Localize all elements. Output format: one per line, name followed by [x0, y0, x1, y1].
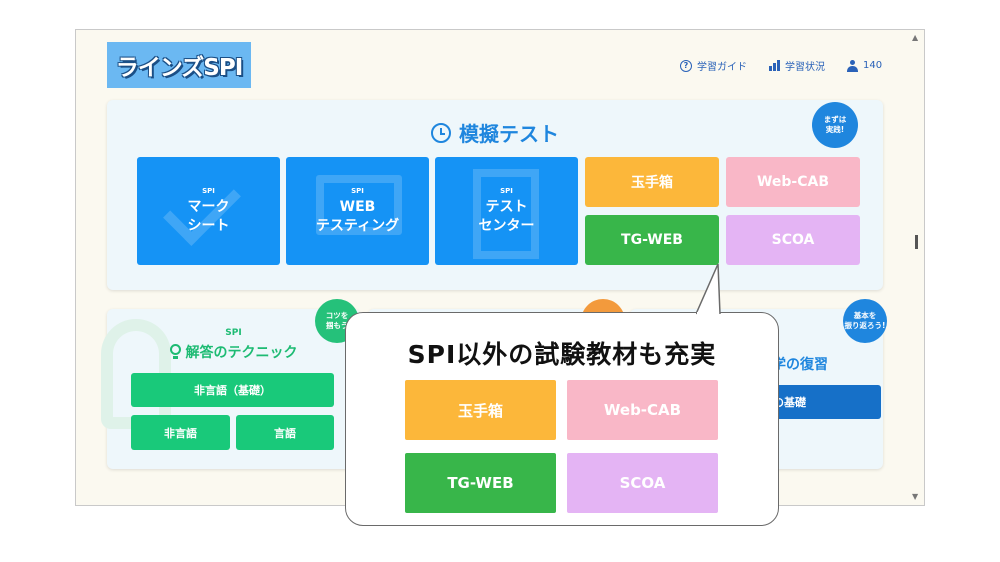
- tile-label: テスト: [485, 198, 528, 215]
- nav-learning-status-label: 学習状況: [785, 62, 825, 73]
- technique-title: 解答のテクニック: [185, 345, 298, 361]
- nav-learning-status[interactable]: 学習状況: [769, 58, 825, 73]
- nav-learning-guide[interactable]: ? 学習ガイド: [680, 58, 747, 73]
- tile-tag: SPI: [351, 186, 364, 195]
- mock-test-title: 模擬テスト: [459, 122, 559, 146]
- scroll-up-arrow-icon[interactable]: ▲: [912, 33, 919, 42]
- tg-web-tile[interactable]: TG-WEB: [585, 215, 719, 265]
- try-first-badge: まずは 実践!: [812, 102, 858, 148]
- browser-window: ラインズSPI ? 学習ガイド 学習状況 140 模擬テスト まずは 実践! S…: [75, 29, 925, 506]
- spi-web-testing-tile[interactable]: SPI WEB テスティング: [286, 157, 429, 265]
- callout-pointer: [696, 264, 721, 316]
- tile-label: テスティング: [315, 217, 400, 234]
- technique-tag: SPI: [225, 328, 242, 338]
- tile-label: センター: [478, 217, 535, 234]
- nonverbal-basic-button[interactable]: 非言語（基礎）: [131, 373, 334, 407]
- callout-scoa-tile: SCOA: [567, 453, 718, 513]
- badge-line: 掴もう: [325, 321, 349, 330]
- monitor-icon: [316, 175, 402, 235]
- tile-label: シート: [187, 217, 230, 234]
- callout-tamatebako-tile: 玉手箱: [405, 380, 556, 440]
- web-cab-tile[interactable]: Web-CAB: [726, 157, 860, 207]
- nonverbal-button[interactable]: 非言語: [131, 415, 230, 450]
- callout-title: SPI以外の試験教材も充実: [407, 340, 717, 369]
- spi-mark-sheet-tile[interactable]: SPI マーク シート: [137, 157, 280, 265]
- site-logo[interactable]: ラインズSPI: [107, 42, 251, 88]
- tile-label: WEB: [339, 198, 376, 215]
- vertical-scrollbar[interactable]: ▲ ▼: [909, 30, 924, 505]
- scroll-down-arrow-icon[interactable]: ▼: [912, 492, 919, 501]
- badge-line: まずは: [823, 115, 847, 124]
- technique-heading: 解答のテクニック: [107, 342, 360, 362]
- user-count: 140: [863, 60, 883, 71]
- tile-tag: SPI: [500, 186, 513, 195]
- callout-bubble: SPI以外の試験教材も充実 玉手箱 Web-CAB TG-WEB SCOA: [345, 312, 779, 526]
- badge-line: 基本を: [853, 311, 877, 320]
- callout-tg-web-tile: TG-WEB: [405, 453, 556, 513]
- basics-button[interactable]: の基礎: [763, 385, 881, 419]
- clock-icon: [431, 122, 451, 143]
- basics-title: 学の復習: [772, 357, 828, 373]
- bar-chart-icon: [769, 60, 780, 71]
- mock-test-heading: 模擬テスト: [107, 118, 883, 147]
- callout-web-cab-tile: Web-CAB: [567, 380, 718, 440]
- badge-line: 振り返ろう!: [844, 321, 886, 330]
- review-basics-badge: 基本を 振り返ろう!: [843, 299, 887, 343]
- tile-label: マーク: [187, 198, 230, 215]
- tile-tag: SPI: [202, 186, 215, 195]
- badge-line: 実践!: [825, 125, 845, 134]
- nav-learning-guide-label: 学習ガイド: [697, 62, 747, 73]
- scroll-thumb[interactable]: [915, 235, 918, 249]
- tamatebako-tile[interactable]: 玉手箱: [585, 157, 719, 207]
- top-navigation: ? 学習ガイド 学習状況 140: [680, 58, 882, 73]
- scoa-tile[interactable]: SCOA: [726, 215, 860, 265]
- question-circle-icon: ?: [680, 59, 692, 72]
- verbal-button[interactable]: 言語: [236, 415, 334, 450]
- spi-test-center-tile[interactable]: SPI テスト センター: [435, 157, 578, 265]
- badge-line: コツを: [325, 311, 349, 320]
- light-bulb-icon: [169, 344, 181, 360]
- building-icon: [473, 169, 539, 259]
- user-icon: [847, 59, 858, 72]
- nav-user[interactable]: 140: [847, 59, 883, 72]
